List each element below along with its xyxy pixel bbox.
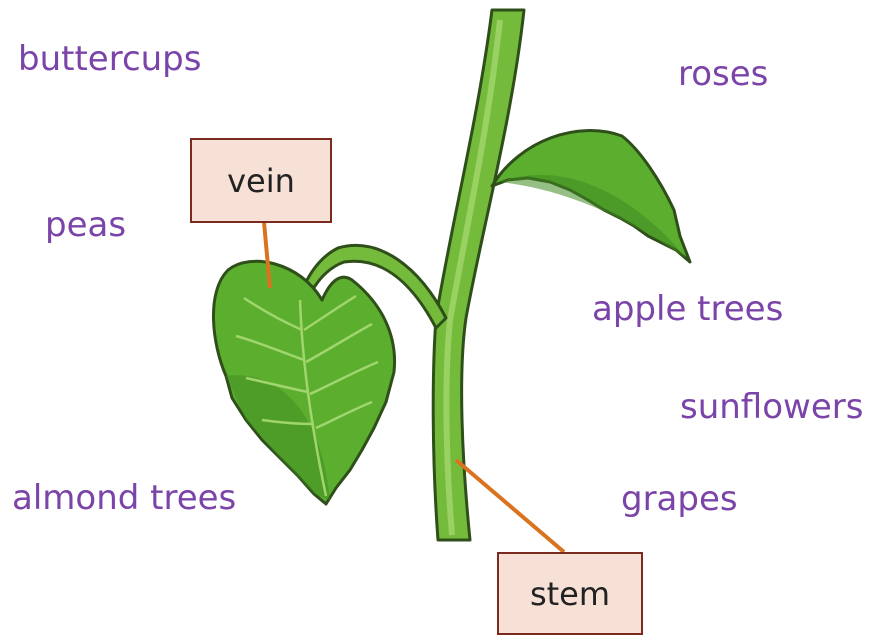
word-roses: roses (678, 57, 768, 91)
word-buttercups: buttercups (18, 42, 201, 76)
word-apple-trees: apple trees (592, 292, 783, 326)
word-almond-trees: almond trees (12, 481, 236, 515)
vein-label: vein (190, 138, 332, 223)
stem-leader-line (456, 460, 564, 552)
stem-label: stem (497, 552, 643, 635)
word-sunflowers: sunflowers (680, 390, 863, 424)
word-grapes: grapes (621, 482, 738, 516)
word-peas: peas (45, 208, 126, 242)
